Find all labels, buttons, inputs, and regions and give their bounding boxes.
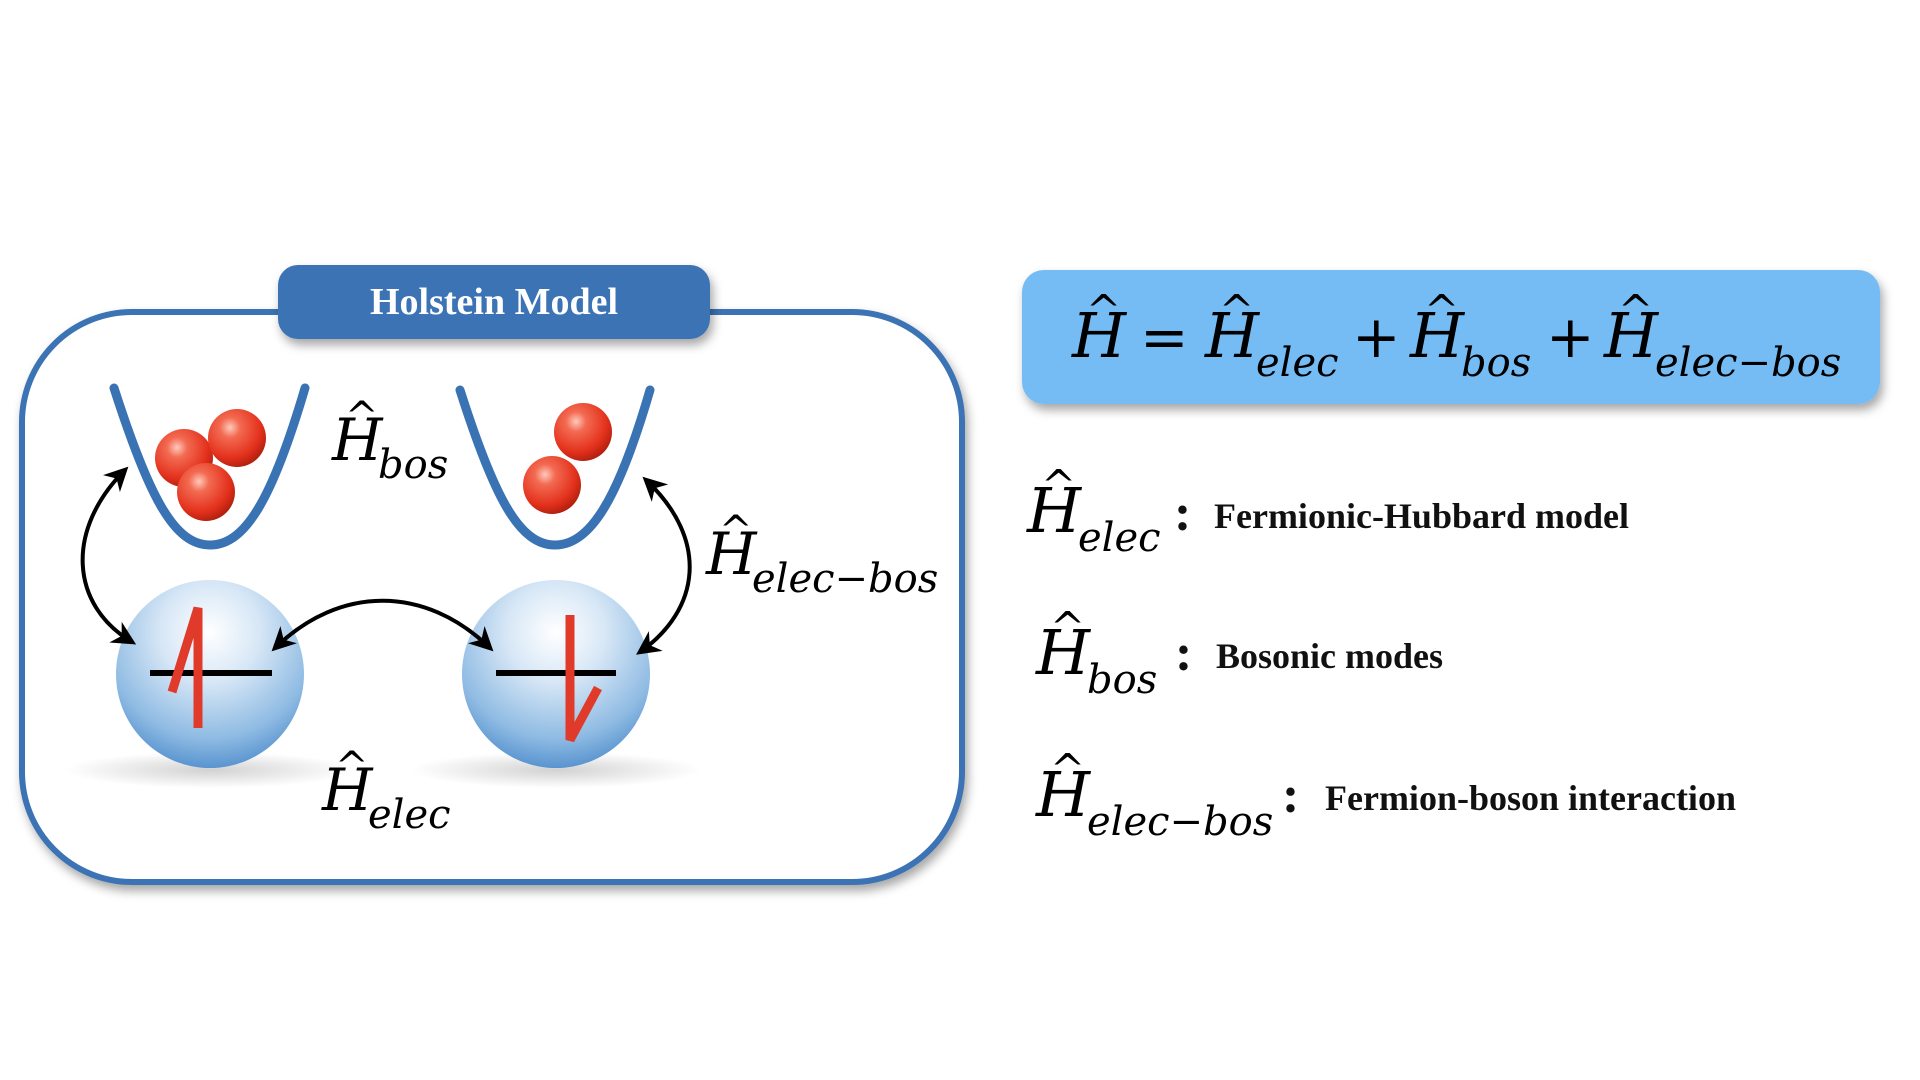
svg-text:elec: elec xyxy=(1078,515,1161,561)
svg-text:elec−bos: elec−bos xyxy=(1087,799,1273,845)
svg-text:^: ^ xyxy=(1424,286,1459,335)
label-h-elec: H ^ elec xyxy=(321,744,451,838)
svg-text:H: H xyxy=(1204,299,1261,372)
svg-text:elec−bos: elec−bos xyxy=(1655,340,1841,386)
svg-text:Fermionic-Hubbard model: Fermionic-Hubbard model xyxy=(1214,496,1629,536)
svg-text::: : xyxy=(1174,485,1191,542)
svg-text:^: ^ xyxy=(345,394,379,440)
svg-text:+: + xyxy=(1352,303,1401,371)
model-title: Holstein Model xyxy=(370,281,618,323)
definition-row: H ^ elec−bos : Fermion-boson interaction xyxy=(1035,745,1736,845)
svg-text:H: H xyxy=(1035,758,1092,831)
svg-text:bos: bos xyxy=(378,442,448,488)
svg-text:H: H xyxy=(1603,299,1660,372)
potential-well-right xyxy=(455,385,655,550)
phonon-ball xyxy=(554,403,612,461)
svg-text:^: ^ xyxy=(1219,286,1254,335)
svg-text:elec: elec xyxy=(368,792,451,838)
svg-text:H: H xyxy=(1035,616,1092,689)
definition-row: H ^ elec : Fermionic-Hubbard model xyxy=(1026,461,1629,561)
svg-text:H: H xyxy=(1071,299,1128,372)
label-h-elec-bos: H ^ elec−bos xyxy=(705,508,938,602)
svg-text:^: ^ xyxy=(1086,286,1121,335)
svg-text:^: ^ xyxy=(1050,603,1085,652)
coupling-arrow-left xyxy=(80,466,137,645)
svg-text:^: ^ xyxy=(335,744,369,790)
spin-up-arrow xyxy=(167,606,203,728)
potential-well-left xyxy=(109,383,310,550)
svg-text:elec−bos: elec−bos xyxy=(752,556,938,602)
svg-text:elec: elec xyxy=(1256,340,1339,386)
svg-text:^: ^ xyxy=(1041,461,1076,510)
sphere-shadow xyxy=(65,752,355,788)
svg-text:^: ^ xyxy=(719,508,753,554)
hamiltonian-equation-box: H ^ = H ^ elec + H ^ bos + H ^ elec−bos xyxy=(1022,270,1880,404)
svg-text:H: H xyxy=(1409,299,1466,372)
phonon-ball xyxy=(177,463,235,521)
svg-text:bos: bos xyxy=(1461,340,1531,386)
svg-text:Fermion-boson interaction: Fermion-boson interaction xyxy=(1325,778,1736,818)
title-banner: Holstein Model xyxy=(278,265,710,339)
sphere-shadow xyxy=(411,752,701,788)
spin-down-arrow xyxy=(565,615,602,743)
svg-text:H: H xyxy=(1026,474,1083,547)
svg-text::: : xyxy=(1175,625,1192,682)
hopping-arrow xyxy=(271,598,494,652)
svg-text:Bosonic modes: Bosonic modes xyxy=(1216,636,1443,676)
svg-text:H: H xyxy=(705,520,758,588)
svg-text:H: H xyxy=(321,756,374,824)
svg-text::: : xyxy=(1282,767,1299,824)
svg-text:H: H xyxy=(331,406,384,474)
svg-text:^: ^ xyxy=(1618,286,1653,335)
svg-text:bos: bos xyxy=(1087,657,1157,703)
phonon-ball xyxy=(208,409,266,467)
label-h-bos: H ^ bos xyxy=(331,394,448,488)
svg-text:^: ^ xyxy=(1050,745,1085,794)
coupling-arrow-right xyxy=(636,476,692,655)
phonon-ball xyxy=(523,456,581,514)
svg-text:+: + xyxy=(1546,303,1595,371)
definition-row: H ^ bos : Bosonic modes xyxy=(1035,603,1443,703)
svg-text:=: = xyxy=(1140,303,1189,371)
